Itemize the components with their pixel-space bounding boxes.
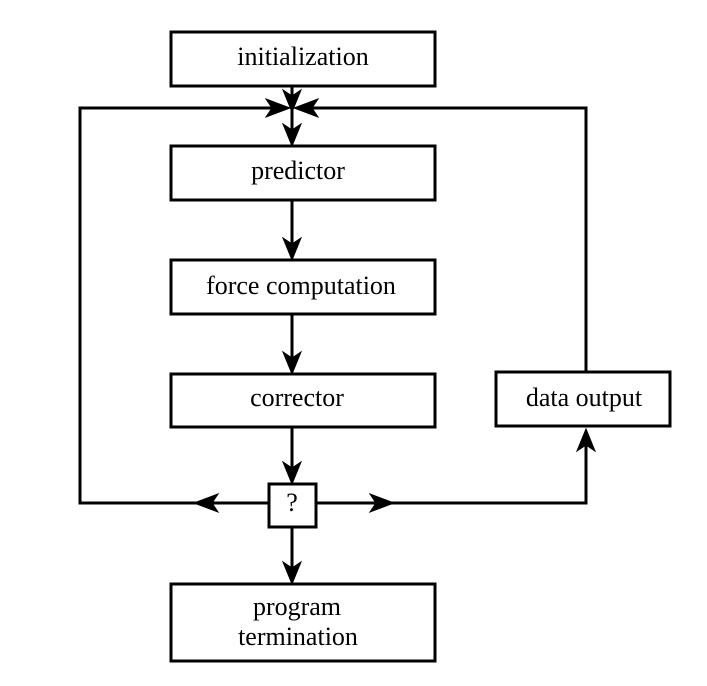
force-computation-label: force computation [206, 271, 396, 300]
arrowheads [192, 88, 597, 586]
arrowhead-left-into-junction [292, 97, 320, 119]
arrowhead-into-termination [281, 560, 303, 586]
arrowhead-right-into-junction [264, 97, 292, 119]
data-output-box [494, 370, 672, 428]
node-initialization: initialization [169, 30, 437, 88]
corrector-box [169, 372, 437, 429]
arrowhead-right-from-decision [368, 492, 396, 514]
arrowhead-down-into-junction [281, 88, 303, 114]
connectors [78, 86, 588, 572]
force-computation-box [169, 258, 437, 316]
arrowhead-into-predictor [281, 122, 303, 148]
corrector-label: corrector [250, 383, 344, 412]
node-data-output: data output [494, 370, 672, 428]
program-termination-label-line2: termination [238, 622, 358, 651]
predictor-box [169, 144, 437, 202]
data-output-label: data output [526, 383, 643, 412]
edge-decision-loop-left [78, 106, 280, 505]
node-program-termination: program termination [169, 582, 437, 663]
node-predictor: predictor [169, 144, 437, 202]
predictor-label: predictor [251, 156, 345, 185]
decision-box [267, 482, 318, 529]
initialization-label: initialization [237, 42, 368, 71]
program-termination-label-line1: program [253, 592, 341, 621]
program-termination-box [169, 582, 437, 663]
initialization-box [169, 30, 437, 88]
decision-label: ? [286, 488, 298, 517]
node-force-computation: force computation [169, 258, 437, 316]
arrowhead-left-from-decision [192, 492, 220, 514]
node-corrector: corrector [169, 372, 437, 429]
node-decision: ? [267, 482, 318, 529]
arrowhead-into-decision [281, 460, 303, 486]
edge-output-to-junction [304, 106, 588, 372]
edge-decision-to-output [316, 438, 588, 505]
arrowhead-into-data-output [575, 427, 597, 453]
arrowhead-into-corrector [281, 350, 303, 376]
arrowhead-into-force [281, 236, 303, 262]
